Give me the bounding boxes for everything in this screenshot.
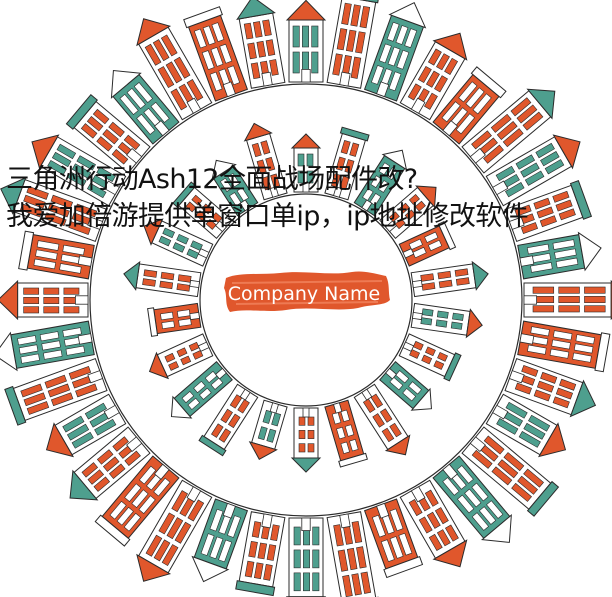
house (290, 133, 322, 193)
house (143, 218, 214, 267)
house (136, 18, 213, 121)
house (290, 407, 322, 473)
house (31, 134, 127, 207)
house (363, 498, 424, 579)
house (170, 360, 233, 419)
house (285, 0, 327, 83)
house (285, 517, 327, 597)
house (485, 134, 581, 207)
house (504, 179, 593, 243)
inner-house-ring (123, 122, 489, 473)
house (399, 479, 468, 568)
company-banner: Company Name (224, 271, 390, 312)
house (326, 0, 380, 89)
house (461, 426, 560, 517)
house (353, 149, 408, 217)
house (324, 126, 370, 201)
house (398, 220, 457, 267)
house (123, 260, 202, 298)
house (0, 320, 95, 372)
house (45, 393, 127, 458)
house (398, 333, 462, 382)
house (4, 357, 108, 426)
house (504, 357, 597, 418)
house (379, 185, 437, 240)
inner-ring-guide (199, 193, 413, 407)
house (110, 69, 180, 145)
headline-line-1: 三角洲行动Ash12全面战场配件改? (6, 164, 418, 195)
house (461, 88, 556, 174)
headline-line-2: 我爱加倍游提供单窗口单ip，ip地址修改软件 (6, 201, 529, 232)
house (523, 279, 612, 321)
house (432, 66, 507, 145)
house (198, 383, 259, 457)
house (432, 455, 512, 543)
house (485, 393, 567, 458)
house (18, 230, 95, 280)
house (326, 511, 379, 597)
outer-ring-guide (89, 83, 523, 517)
house (172, 181, 233, 240)
house (248, 399, 288, 460)
house (517, 231, 602, 280)
house (148, 333, 214, 380)
company-name-text: Company Name (228, 283, 380, 305)
house (236, 0, 286, 89)
brush-streak (231, 280, 383, 305)
house (235, 511, 286, 597)
house (324, 399, 368, 468)
house (183, 6, 249, 102)
house (147, 302, 202, 337)
house (0, 279, 89, 321)
house (363, 2, 427, 102)
house (410, 302, 483, 339)
house (410, 260, 489, 298)
house (69, 426, 151, 501)
house (353, 383, 411, 456)
house (211, 159, 259, 217)
house (379, 360, 432, 411)
house (517, 320, 611, 373)
house (65, 93, 151, 174)
house (94, 455, 180, 547)
house (243, 122, 288, 201)
house (0, 176, 108, 243)
house (399, 32, 468, 121)
house (136, 479, 213, 582)
house (191, 498, 249, 583)
